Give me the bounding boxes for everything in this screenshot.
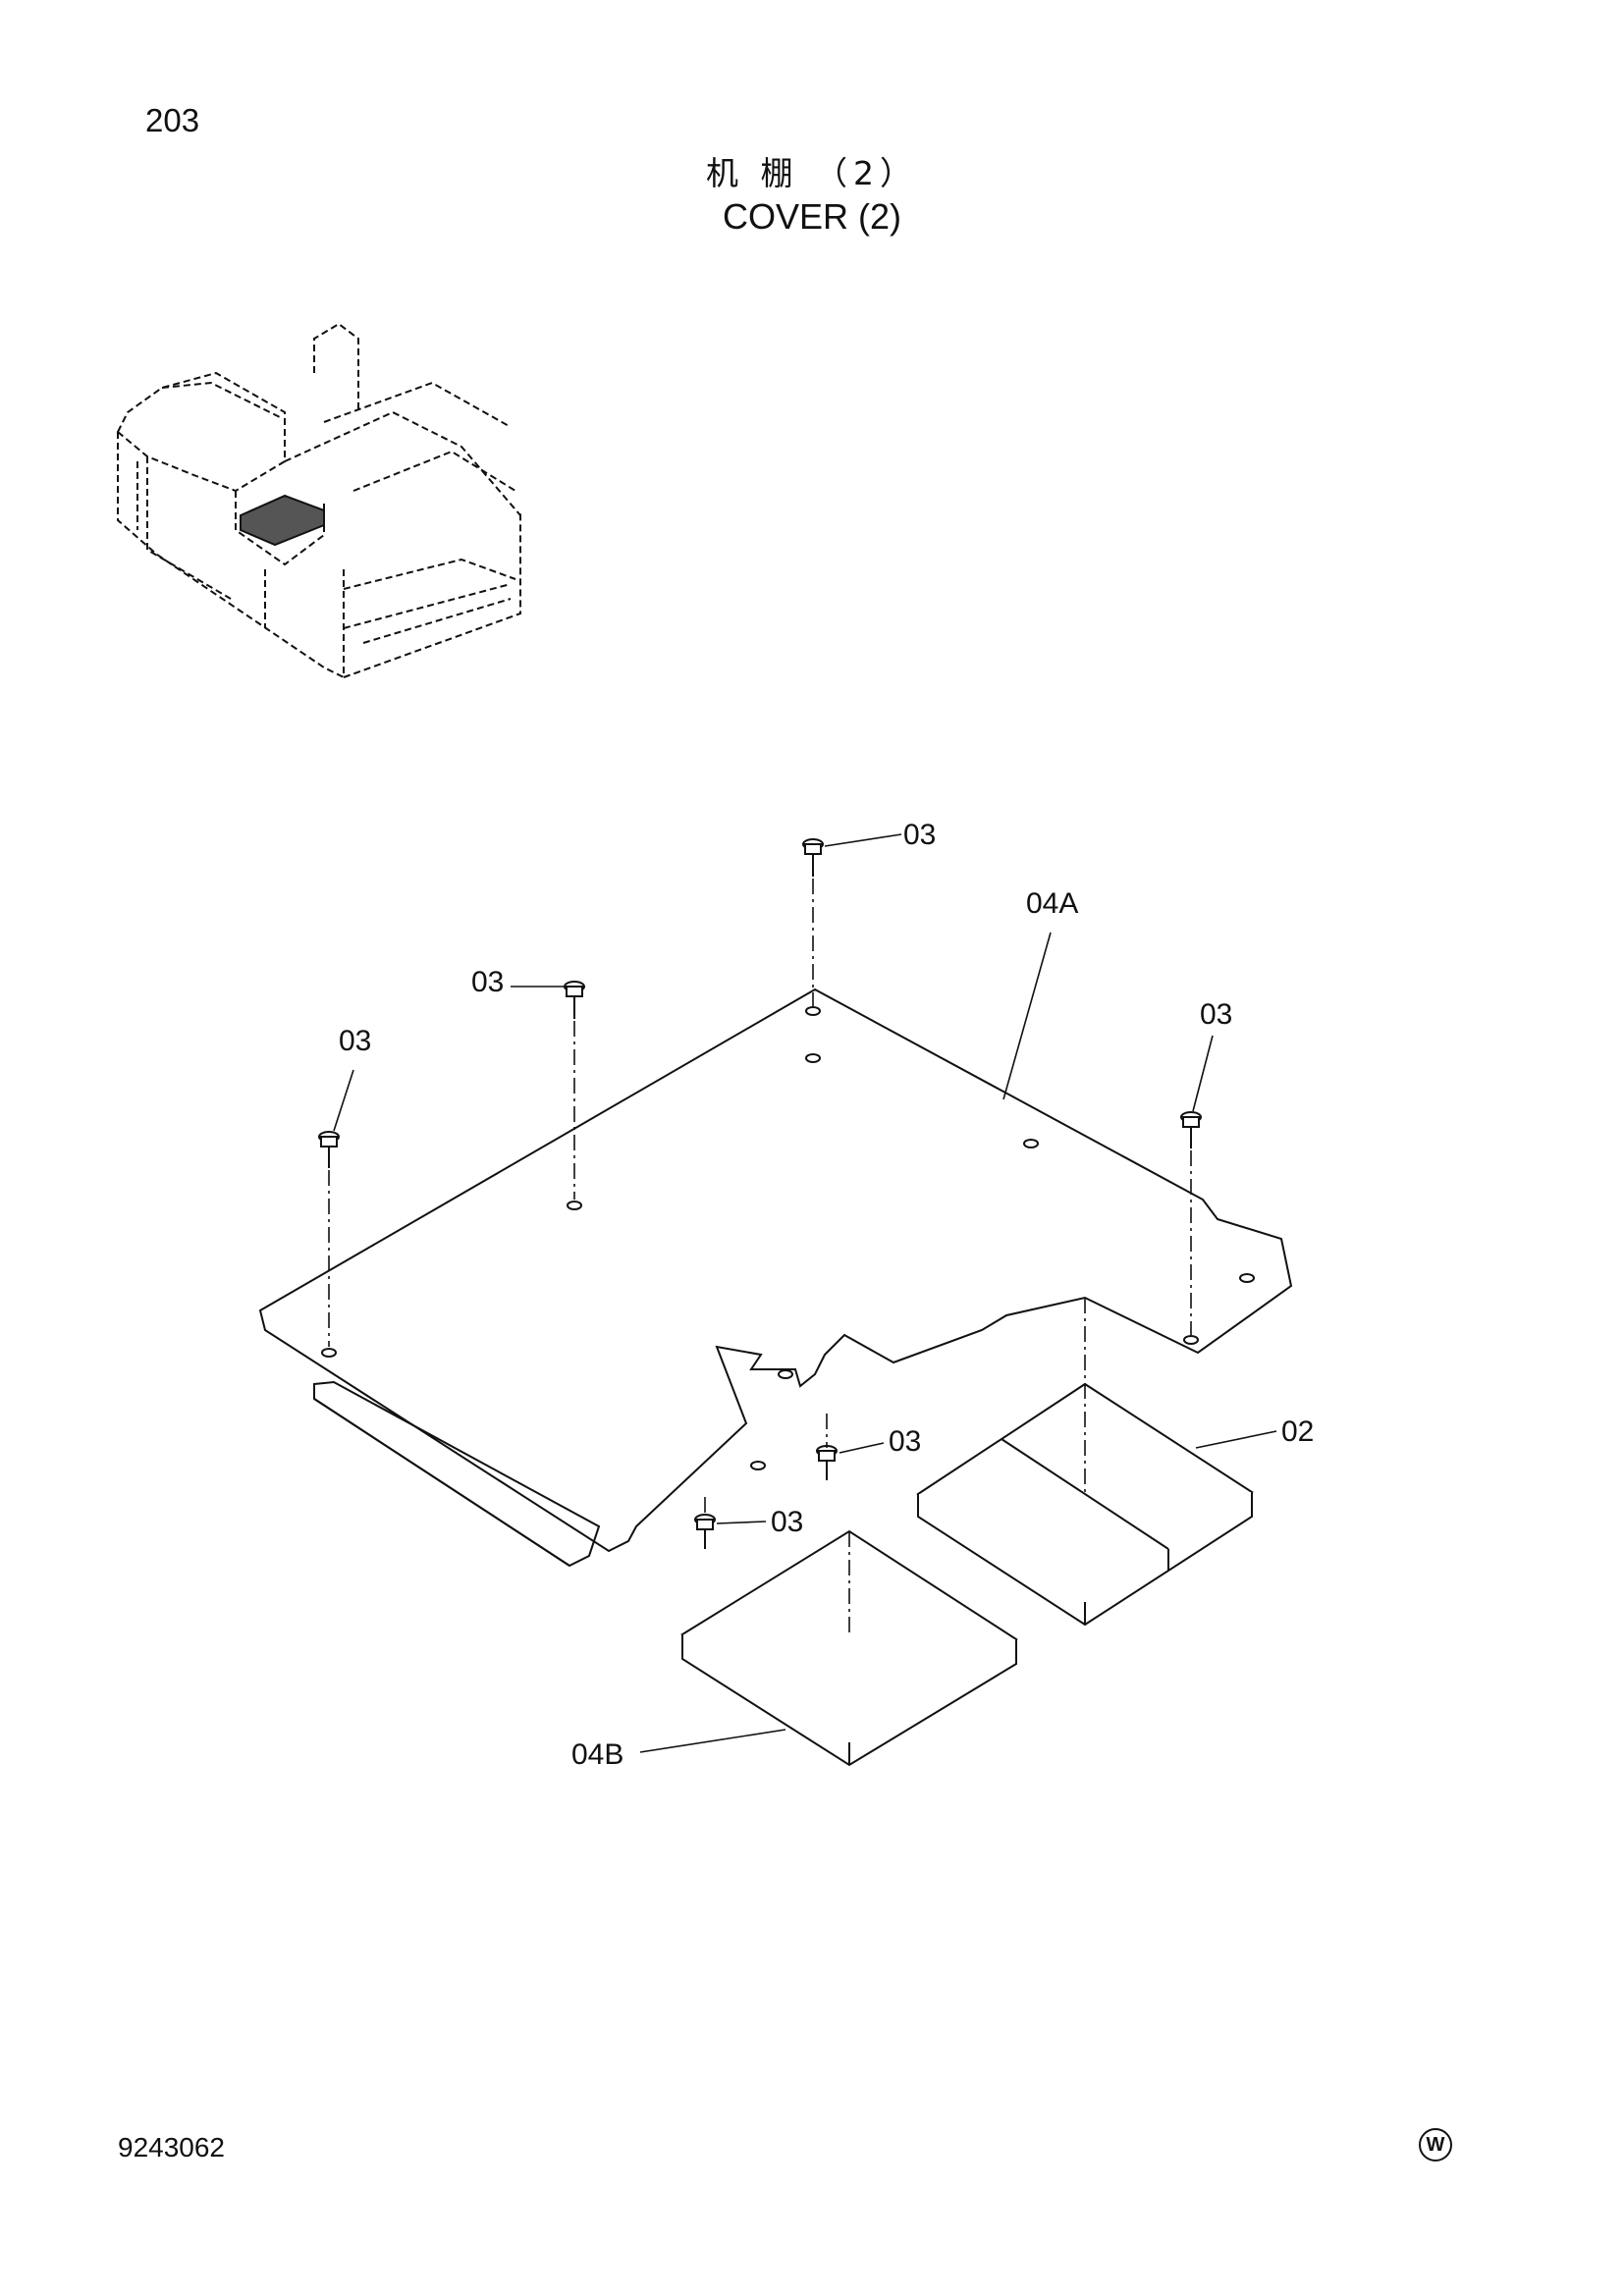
bolt-icon	[816, 1445, 838, 1480]
center-lines	[328, 879, 1192, 1634]
bolt-icon	[694, 1514, 716, 1549]
leader-lines	[333, 833, 1277, 1753]
cover-plate-04a	[258, 988, 1293, 1568]
callout-label: 04B	[571, 1738, 623, 1771]
mat-04b	[680, 1529, 1018, 1767]
callout-label: 03	[771, 1506, 803, 1538]
mat-02	[916, 1382, 1254, 1627]
callout-label: 02	[1281, 1415, 1314, 1448]
callout-label: 03	[1200, 998, 1232, 1031]
callout-label: 03	[339, 1025, 371, 1057]
page-number: 203	[145, 102, 200, 138]
callout-label: 03	[471, 966, 504, 998]
page-title-en: COVER (2)	[722, 196, 902, 237]
bolt-icon	[1180, 1111, 1202, 1148]
bolt-icon	[802, 838, 824, 877]
bolts	[318, 838, 1202, 1549]
bolt-icon	[318, 1131, 340, 1168]
machine-highlighted-cover	[240, 494, 325, 547]
machine-overview	[116, 322, 521, 678]
drawing-number: 9243062	[118, 2132, 226, 2163]
callout-label: 04A	[1026, 887, 1078, 920]
page-title-cn: 机 棚 （2）	[706, 154, 918, 192]
callout-label: 03	[903, 819, 936, 851]
callout-label: 03	[889, 1425, 921, 1458]
bolt-icon	[564, 981, 585, 1019]
circled-w-mark: W	[1419, 2128, 1452, 2162]
